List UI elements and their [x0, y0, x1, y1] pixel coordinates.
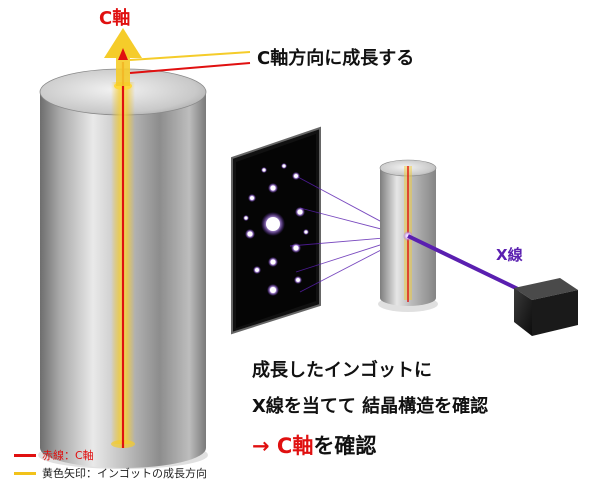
caption-line-3: → C軸を確認 — [252, 430, 376, 460]
xray-source — [514, 278, 578, 336]
c-axis-title: C軸 — [99, 8, 131, 29]
caption-rest: を確認 — [313, 434, 377, 458]
c-axis-arrowhead — [118, 48, 128, 60]
axis-callout-line — [129, 62, 251, 74]
growth-arrow — [104, 28, 142, 86]
xray-label: X線 — [496, 246, 523, 264]
xray-beam — [407, 234, 521, 292]
caption-axis: C軸 — [276, 434, 314, 458]
caption-arrow: → — [252, 434, 270, 458]
caption-line-2: X線を当てて 結晶構造を確認 — [252, 396, 489, 417]
laue-spots — [243, 163, 309, 296]
growth-direction-label: C軸方向に成長する — [257, 48, 415, 69]
large-ingot — [38, 62, 208, 469]
legend-item-growth: 黄色矢印：インゴットの成長方向 — [14, 465, 207, 481]
legend-label: 赤線：C軸 — [42, 449, 94, 462]
legend-label: 黄色矢印：インゴットの成長方向 — [42, 467, 207, 480]
caption-line-1: 成長したインゴットに — [252, 360, 432, 381]
growth-callout-line — [129, 51, 251, 61]
legend-swatch-red — [14, 453, 36, 457]
legend-item-c-axis: 赤線：C軸 — [14, 447, 94, 463]
legend-swatch-yellow — [14, 471, 36, 475]
